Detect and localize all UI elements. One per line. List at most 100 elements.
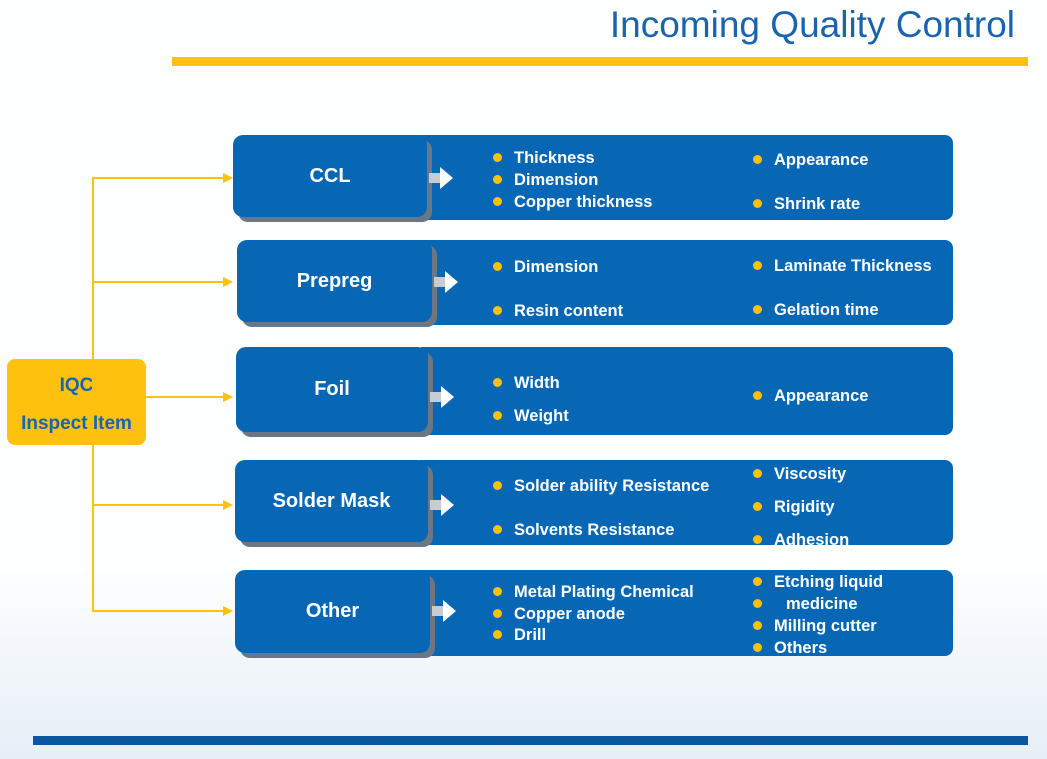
bullet-icon [753, 469, 762, 478]
bullet-icon [493, 378, 502, 387]
right-arrow-icon [432, 600, 456, 622]
inspect-item: Appearance [753, 387, 868, 405]
arrowhead-icon [223, 173, 233, 183]
item-label: Rigidity [774, 498, 835, 516]
right-arrow-icon [429, 167, 453, 189]
items-panel [420, 460, 953, 545]
category-label: Foil [314, 378, 350, 400]
items-panel [422, 240, 953, 325]
category-box-prepreg: Prepreg [237, 240, 432, 322]
root-sublabel: Inspect Item [21, 413, 132, 434]
inspect-item: Etching liquid [753, 573, 883, 591]
inspect-item: Copper thickness [493, 193, 652, 211]
connector-branch [93, 281, 223, 283]
inspect-item: Thickness [493, 149, 595, 167]
bullet-icon [493, 481, 502, 490]
bullet-icon [753, 535, 762, 544]
bullet-icon [753, 599, 762, 608]
inspect-item: Adhesion [753, 531, 849, 549]
inspect-item: Weight [493, 407, 569, 425]
arrowhead-icon [223, 392, 233, 402]
footer-bar [33, 736, 1028, 745]
item-label: Viscosity [774, 465, 847, 483]
items-panel [420, 570, 953, 656]
inspect-item: Width [493, 374, 560, 392]
connector-branch [93, 177, 223, 179]
inspect-item: Dimension [493, 171, 598, 189]
item-label: Dimension [514, 171, 599, 189]
category-label: Solder Mask [272, 489, 391, 512]
bullet-icon [493, 197, 502, 206]
item-label: Etching liquid [774, 573, 884, 591]
inspect-item: Gelation time [753, 301, 879, 319]
item-label: Weight [514, 407, 569, 425]
bullet-icon [493, 609, 502, 618]
item-label: Solvents Resistance [514, 521, 675, 539]
connector-trunk [92, 177, 94, 612]
item-label: Others [774, 639, 828, 657]
item-label: Copper anode [514, 605, 625, 623]
bullet-icon [493, 262, 502, 271]
bullet-icon [753, 391, 762, 400]
item-label: Width [514, 374, 560, 392]
right-arrow-icon [430, 494, 454, 516]
category-box-ccl: CCL [233, 135, 427, 217]
bullet-icon [753, 261, 762, 270]
category-box-solder-mask: Solder Mask [235, 460, 428, 542]
item-label: Gelation time [774, 301, 879, 319]
item-label: Drill [514, 626, 547, 644]
inspect-item: Copper anode [493, 605, 625, 623]
page-title: Incoming Quality Control [609, 4, 1015, 45]
connector-branch [93, 504, 223, 506]
inspect-item: Milling cutter [753, 617, 877, 635]
item-label: Adhesion [774, 531, 850, 549]
bullet-icon [753, 643, 762, 652]
root-node-iqc: IQC Inspect Item [7, 359, 146, 445]
inspect-item: Solder ability Resistance [493, 477, 709, 495]
bullet-icon [493, 525, 502, 534]
bullet-icon [753, 577, 762, 586]
bullet-icon [753, 305, 762, 314]
category-box-foil: Foil [236, 347, 428, 432]
arrowhead-icon [223, 606, 233, 616]
bullet-icon [493, 153, 502, 162]
inspect-item: Dimension [493, 258, 598, 276]
bullet-icon [753, 155, 762, 164]
inspect-item: Viscosity [753, 465, 846, 483]
items-panel [418, 135, 953, 220]
items-panel [421, 347, 953, 435]
bullet-icon [493, 411, 502, 420]
item-label: Milling cutter [774, 617, 877, 635]
bullet-icon [753, 502, 762, 511]
item-label: medicine [786, 595, 858, 613]
bullet-icon [493, 175, 502, 184]
connector-branch [93, 396, 223, 398]
title-underline [172, 57, 1028, 66]
item-label: Dimension [514, 258, 599, 276]
item-label: Appearance [774, 387, 869, 405]
item-label: Shrink rate [774, 195, 861, 213]
item-label: Appearance [774, 151, 869, 169]
inspect-item: Solvents Resistance [493, 521, 675, 539]
bullet-icon [753, 199, 762, 208]
bullet-icon [493, 630, 502, 639]
item-label: Thickness [514, 149, 595, 167]
right-arrow-icon [430, 386, 454, 408]
arrowhead-icon [223, 500, 233, 510]
inspect-item: Shrink rate [753, 195, 860, 213]
arrowhead-icon [223, 277, 233, 287]
item-label: Resin content [514, 302, 624, 320]
inspect-item: Metal Plating Chemical [493, 583, 694, 601]
inspect-item: Laminate Thickness [753, 257, 932, 275]
root-label: IQC [59, 375, 94, 396]
bullet-icon [753, 621, 762, 630]
inspect-item: Rigidity [753, 498, 835, 516]
category-label: Prepreg [296, 269, 373, 292]
item-label: Solder ability Resistance [514, 477, 710, 495]
category-label: Other [305, 600, 360, 622]
inspect-item: Resin content [493, 302, 623, 320]
item-label: Copper thickness [514, 193, 653, 211]
item-label: Metal Plating Chemical [514, 583, 694, 601]
inspect-item: Appearance [753, 151, 868, 169]
bullet-icon [493, 587, 502, 596]
